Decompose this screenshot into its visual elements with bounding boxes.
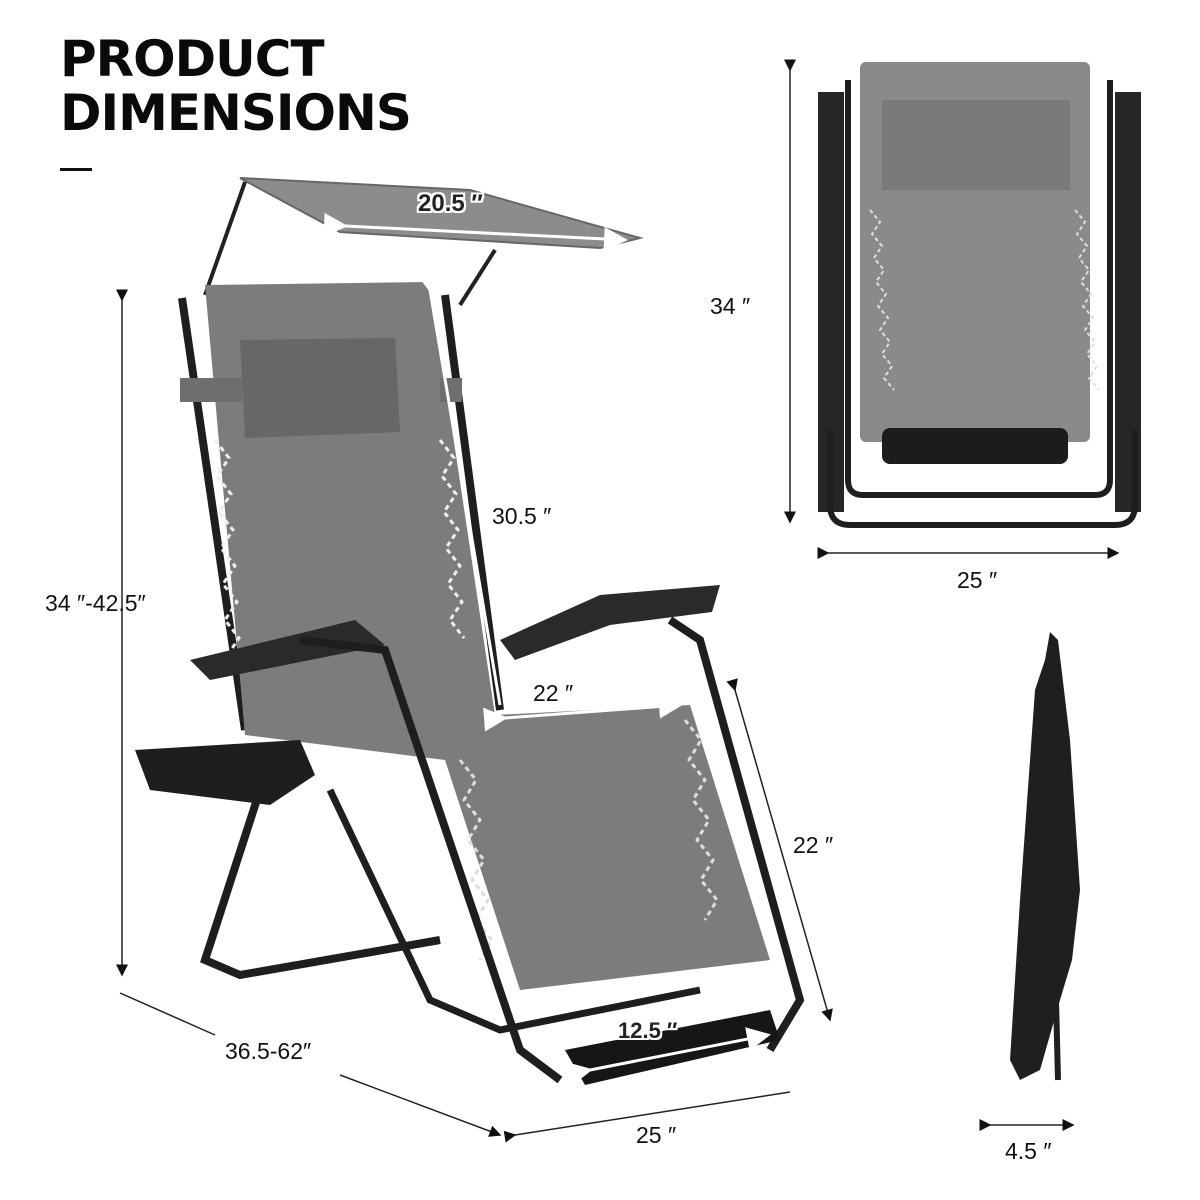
backrest-length-label: 30.5 ″ — [492, 503, 552, 529]
seat-width-label: 22 ″ — [533, 680, 574, 706]
leg-section-length-label: 22 ″ — [793, 832, 834, 858]
folded-width-label: 25 ″ — [957, 567, 998, 593]
folded-thickness-label: 4.5 ″ — [1005, 1138, 1052, 1164]
front-dimension-lines — [784, 59, 1120, 559]
title-line-2: DIMENSIONS — [60, 84, 412, 142]
page-title: PRODUCT DIMENSIONS — [60, 30, 412, 142]
canopy-width-label: 20.5 ″ — [418, 190, 483, 217]
main-chair — [135, 177, 805, 1086]
side-folded-chair — [1010, 632, 1080, 1081]
title-line-1: PRODUCT — [60, 30, 325, 88]
footrest-width-label: 12.5 ″ — [618, 1018, 678, 1043]
base-width-label: 25 ″ — [636, 1122, 677, 1148]
title-underline — [60, 168, 92, 171]
height-range-label: 34 ″-42.5″ — [45, 590, 146, 616]
main-dimension-lines — [116, 289, 833, 1143]
folded-height-label: 34 ″ — [710, 293, 751, 319]
depth-range-label: 36.5-62″ — [225, 1038, 312, 1064]
front-folded-chair — [818, 62, 1141, 528]
